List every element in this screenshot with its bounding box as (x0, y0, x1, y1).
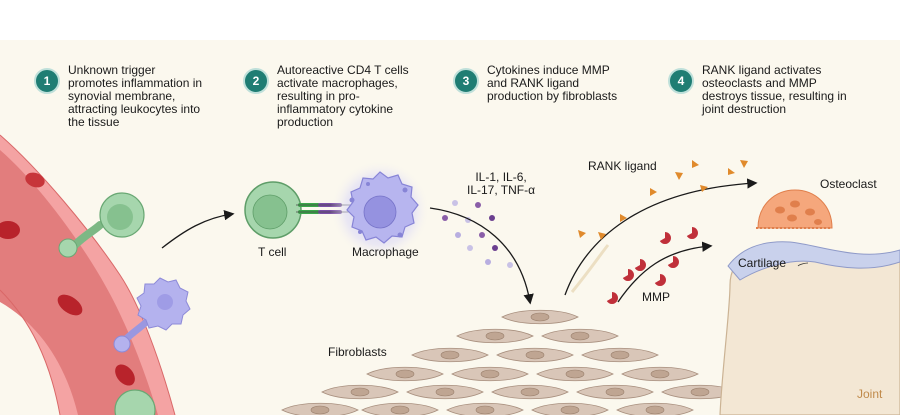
cartilage-pointer (797, 262, 809, 267)
step-description: Cytokines induce MMP and RANK ligand pro… (487, 63, 618, 103)
arrow-rank-ligand (564, 178, 758, 296)
macrophage (330, 160, 430, 260)
step-number-badge: 1 (34, 68, 60, 94)
extravasating-t-cell (58, 192, 145, 258)
macrophage-label: Macrophage (352, 245, 419, 259)
blood-vessel (0, 134, 176, 415)
joint-label: Joint (857, 387, 883, 401)
t-cell (244, 181, 302, 239)
arrow-to-t-cell (161, 210, 235, 249)
cytokines (442, 200, 513, 268)
joint-bone (719, 241, 900, 415)
arrow-to-fibroblasts (429, 207, 534, 305)
diagram-artwork (0, 134, 900, 415)
step-number-badge: 4 (668, 68, 694, 94)
step-description: Autoreactive CD4 T cells activate macrop… (277, 63, 409, 129)
fibroblast-layer (281, 309, 739, 415)
osteoclast-label: Osteoclast (820, 177, 877, 191)
mmp-label: MMP (642, 290, 670, 304)
step-number-badge: 2 (243, 68, 269, 94)
step-description: Unknown trigger promotes inflammation in… (68, 63, 203, 129)
rank-ligand-molecules (578, 160, 748, 240)
step-3: 3 Cytokines induce MMP and RANK ligand p… (453, 64, 617, 103)
step-1: 1 Unknown trigger promotes inflammation … (34, 64, 202, 129)
step-description: RANK ligand activates osteoclasts and MM… (702, 63, 847, 116)
cartilage-label: Cartilage (738, 256, 787, 270)
cytokines-label: IL-1, IL-6, IL-17, TNF-α (467, 170, 536, 197)
step-4: 4 RANK ligand activates osteoclasts and … (668, 64, 847, 116)
red-blood-cell (57, 294, 83, 316)
red-blood-cell (115, 364, 135, 386)
rank-ligand-label: RANK ligand (588, 159, 657, 173)
vessel-t-cell (114, 389, 156, 415)
extravasating-macrophage (113, 277, 191, 353)
t-cell-label: T cell (258, 245, 287, 259)
step-number-badge: 3 (453, 68, 479, 94)
diagram-panel: 1 Unknown trigger promotes inflammation … (0, 40, 900, 415)
osteoclast (756, 189, 833, 229)
red-blood-cell (0, 221, 20, 239)
fibroblasts-label: Fibroblasts (328, 345, 387, 359)
arrow-mmp (617, 241, 713, 303)
red-blood-cell (25, 172, 45, 188)
step-2: 2 Autoreactive CD4 T cells activate macr… (243, 64, 409, 129)
